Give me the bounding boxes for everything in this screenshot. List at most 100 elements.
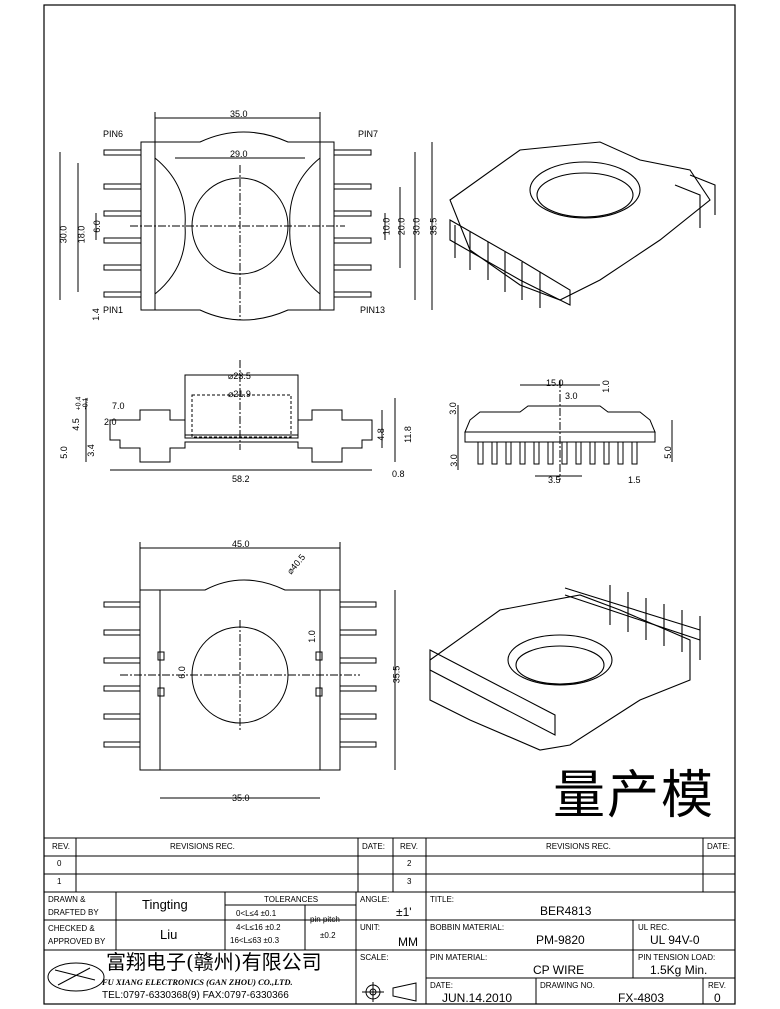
dim-35-5-right: 35.5: [428, 217, 439, 236]
dim-35-top: 35.0: [230, 109, 248, 119]
dim-3-4: 3.4: [85, 444, 96, 457]
pin-material-value: CP WIRE: [533, 963, 585, 977]
checked-by-value: Liu: [160, 927, 178, 942]
pin-tension-value: 1.5Kg Min.: [650, 963, 708, 977]
dim-3-0-bottom-side: 3.0: [448, 454, 459, 467]
date-value: JUN.14.2010: [442, 991, 513, 1005]
bottom-view: [103, 542, 396, 799]
iso-view-bottom: [429, 585, 701, 751]
rev-label: REV.: [708, 981, 726, 990]
date-header-right: DATE:: [707, 842, 730, 851]
label-pin6: PIN6: [103, 129, 124, 139]
label-pin13: PIN13: [360, 305, 386, 315]
drawing-no-label: DRAWING NO.: [540, 981, 595, 990]
dim-5-0-side: 5.0: [662, 446, 673, 459]
dim-15: 15.0: [546, 378, 564, 388]
dim-0-8: 0.8: [392, 469, 405, 479]
rev-row-3: 3: [407, 877, 412, 886]
rev-row-0: 0: [57, 859, 62, 868]
tolerance-2: 4<L≤16 ±0.2: [236, 923, 281, 932]
dim-10-right: 10.0: [381, 217, 392, 236]
rev-value: 0: [714, 991, 721, 1005]
dim-7: 7.0: [112, 401, 125, 411]
date-header-left: DATE:: [362, 842, 385, 851]
revisions-header-left: REVISIONS REC.: [170, 842, 235, 851]
drawn-label-1: DRAWN &: [48, 895, 86, 904]
label-pin1: PIN1: [103, 305, 124, 315]
drawn-label-2: DRAFTED BY: [48, 908, 99, 917]
rev-row-2: 2: [407, 859, 412, 868]
checked-label-1: CHECKED &: [48, 924, 95, 933]
tolerance-1: 0<L≤4 ±0.1: [236, 909, 277, 918]
date-label: DATE:: [430, 981, 453, 990]
company-name-en: FU XIANG ELECTRONICS (GAN ZHOU) CO.,LTD.: [102, 977, 293, 987]
unit-label: UNIT:: [360, 923, 380, 932]
dim-20-right: 20.0: [396, 217, 407, 236]
pin-material-label: PIN MATERIAL:: [430, 953, 488, 962]
pin-tension-label: PIN TENSION LOAD:: [638, 953, 716, 962]
company-logo: [47, 962, 105, 992]
top-left-pins: [103, 149, 142, 298]
mass-production-stamp: 量产模: [553, 766, 716, 826]
iso-view-top: [449, 141, 716, 308]
dim-3-0-left-side: 3.0: [447, 402, 458, 415]
ul-rec-value: UL 94V-0: [650, 933, 700, 947]
rev-row-1: 1: [57, 877, 62, 886]
revision-table: [44, 837, 735, 893]
dim-1-4: 1.4: [90, 308, 101, 321]
dim-35-bottom: 35.0: [232, 793, 250, 803]
pin-pitch-label: pin pitch: [310, 915, 340, 924]
dim-1-0-side: 1.0: [600, 380, 611, 393]
ul-rec-label: UL REC.: [638, 923, 670, 932]
dim-d21-9: ⌀21.9: [228, 389, 251, 399]
bobbin-material-label: BOBBIN MATERIAL:: [430, 923, 505, 932]
bobbin-material-value: PM-9820: [536, 933, 585, 947]
checked-label-2: APPROVED BY: [48, 937, 106, 946]
front-view: [85, 360, 396, 471]
dim-29: 29.0: [230, 149, 248, 159]
scale-label: SCALE:: [360, 953, 389, 962]
company-contact: TEL:0797-6330368(9) FAX:0797-6330366: [102, 990, 289, 1001]
title-value: BER4813: [540, 904, 592, 918]
dim-6-left: 6.0: [91, 220, 102, 233]
dim-45: 45.0: [232, 539, 250, 549]
dim-2: 2.0: [104, 417, 117, 427]
angle-value: ±1': [396, 905, 412, 919]
label-pin7: PIN7: [358, 129, 379, 139]
angle-label: ANGLE:: [360, 895, 390, 904]
drawing-no-value: FX-4803: [618, 991, 665, 1005]
dim-18-left: 18.0: [76, 225, 87, 244]
rev-header-right: REV.: [400, 842, 418, 851]
company-name-cn: 富翔电子(赣州)有限公司: [106, 950, 322, 974]
side-view: [457, 380, 673, 480]
dim-30-left: 30.0: [58, 225, 69, 244]
sheet-border: [43, 4, 736, 1005]
dim-d23-5: ⌀23.5: [228, 371, 251, 381]
dim-1-5: 1.5: [628, 475, 641, 485]
top-view: [59, 112, 433, 321]
tolerance-3: 16<L≤63 ±0.3: [230, 936, 280, 945]
dim-30-right: 30.0: [411, 217, 422, 236]
dim-tol-minus: -0.1: [82, 397, 90, 410]
title-label: TITLE:: [430, 895, 455, 904]
dim-4-5: 4.5: [70, 418, 81, 431]
revisions-header-right: REVISIONS REC.: [546, 842, 611, 851]
pin-pitch-value: ±0.2: [320, 931, 336, 940]
dim-4-8: 4.8: [375, 428, 386, 441]
tolerances-header: TOLERANCES: [264, 895, 319, 904]
dim-3-5: 3.5: [548, 475, 561, 485]
dim-1-bottom: 1.0: [306, 630, 317, 643]
dim-58-2: 58.2: [232, 474, 250, 484]
dim-11-8: 11.8: [402, 426, 413, 443]
title-block: [44, 892, 735, 1004]
rev-header-left: REV.: [52, 842, 70, 851]
dim-35-5-bottom: 35.5: [391, 665, 402, 684]
dim-6-bottom: 6.0: [176, 666, 187, 679]
drawn-by-value: Tingting: [142, 897, 188, 912]
top-right-pins: [333, 149, 372, 298]
unit-value: MM: [398, 935, 418, 949]
dim-3-0-side: 3.0: [565, 391, 578, 401]
dim-tol-plus: +0.4: [75, 396, 83, 411]
dim-5-mid: 5.0: [58, 446, 69, 459]
